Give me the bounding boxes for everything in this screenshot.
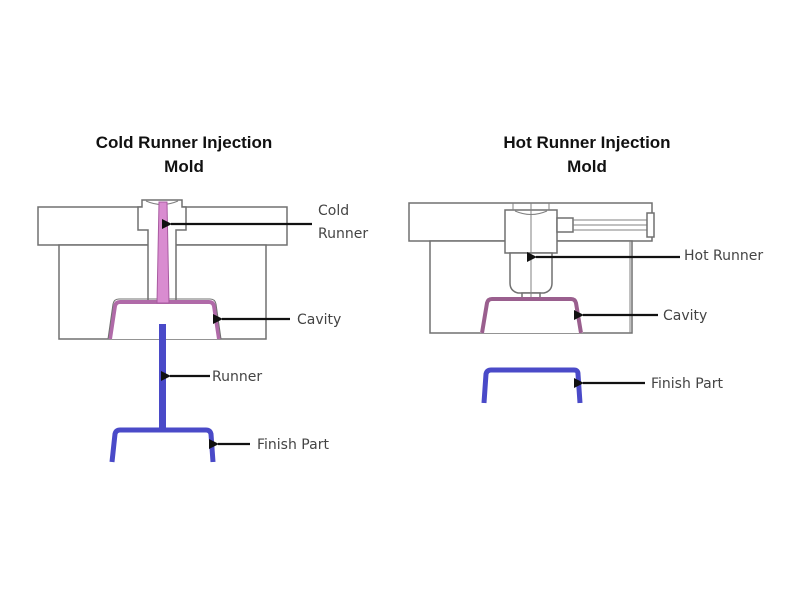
hot-runner-title-line2: Mold bbox=[567, 157, 607, 176]
cold-finish-part-label: Finish Part bbox=[257, 437, 329, 453]
hot-cavity-interior bbox=[480, 298, 583, 333]
hot-cavity-label: Cavity bbox=[663, 308, 707, 324]
hot-cavity-lining bbox=[480, 297, 583, 334]
cold-runner-panel: Cold Runner Injection Mold Cold Run bbox=[37, 133, 368, 463]
hot-finish-part-label: Finish Part bbox=[651, 376, 723, 392]
cold-cavity-label: Cavity bbox=[297, 312, 341, 328]
cold-runner-sprue bbox=[156, 201, 170, 304]
hot-runner-title-line1: Hot Runner Injection bbox=[503, 133, 670, 152]
hot-mold-body bbox=[408, 202, 655, 334]
hot-heater-collar bbox=[556, 217, 574, 233]
cold-runner-label-line2: Runner bbox=[318, 226, 368, 242]
hot-heater-cap bbox=[646, 212, 655, 238]
hot-runner-label: Hot Runner bbox=[684, 248, 763, 264]
cold-cavity-interior bbox=[108, 301, 221, 339]
cold-finish-part bbox=[109, 427, 216, 463]
cold-mold-body bbox=[37, 199, 288, 340]
hot-finish-part bbox=[481, 367, 583, 404]
runner-part bbox=[159, 324, 166, 432]
cold-runner-title-line1: Cold Runner Injection bbox=[96, 133, 273, 152]
runner-label: Runner bbox=[212, 369, 262, 385]
cold-runner-label-line1: Cold bbox=[318, 203, 349, 219]
hot-runner-panel: Hot Runner Injection Mold bbox=[408, 133, 763, 404]
cold-runner-title-line2: Mold bbox=[164, 157, 204, 176]
